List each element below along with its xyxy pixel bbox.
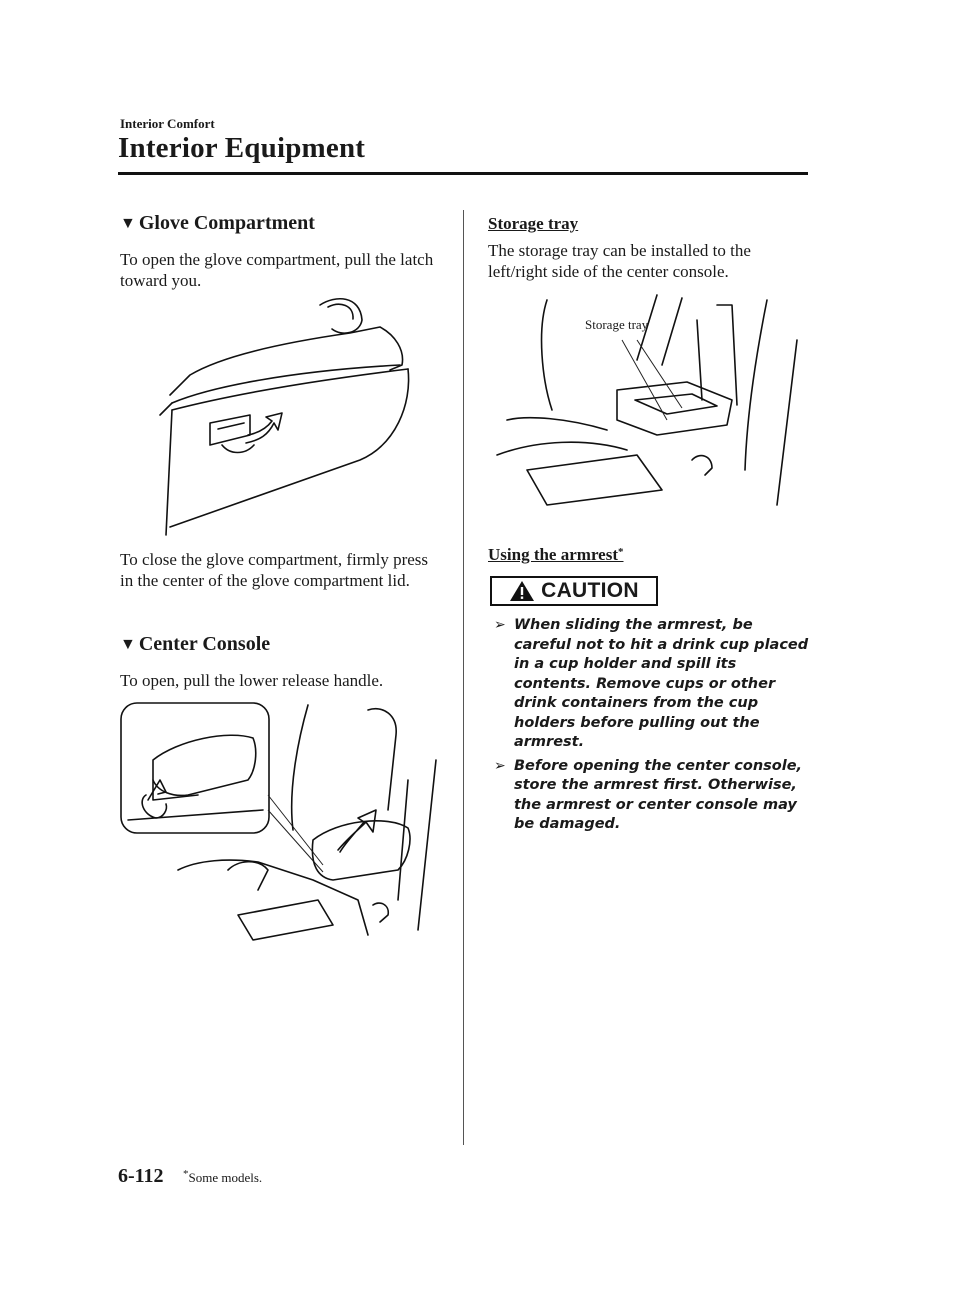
page-number: 6-112 — [118, 1165, 164, 1187]
armrest-heading-text: Using the armrest — [488, 545, 618, 564]
section-label: Interior Comfort — [120, 116, 215, 131]
glove-open-text: To open the glove compartment, pull the … — [120, 250, 434, 290]
column-divider — [463, 210, 464, 1145]
caution-badge: CAUTION — [490, 576, 658, 606]
page-title: Interior Equipment — [118, 132, 366, 164]
storage-tray-illustration — [496, 294, 798, 506]
glove-heading-text: Glove Compartment — [138, 212, 315, 234]
caution-label: CAUTION — [541, 579, 639, 602]
triangle-marker-icon: ▼ — [120, 215, 136, 232]
title-rule — [118, 172, 808, 175]
storage-text: The storage tray can be installed to the… — [488, 241, 751, 281]
storage-heading: Storage tray — [488, 214, 579, 233]
arrow-bullet-icon: ➢ — [494, 617, 506, 633]
footnote: *Some models. — [183, 1168, 263, 1186]
center-console-illustration — [120, 702, 437, 941]
glove-compartment-illustration — [159, 298, 410, 536]
glove-close-text: To close the glove compartment, firmly p… — [120, 550, 429, 590]
caution-item: ➢ When sliding the armrest, be careful n… — [492, 616, 812, 753]
caution-item: ➢ Before opening the center console, sto… — [492, 757, 812, 835]
storage-tray-callout: Storage tray — [585, 317, 649, 332]
console-open-text: To open, pull the lower release handle. — [120, 671, 384, 690]
caution-list: ➢ When sliding the armrest, be careful n… — [492, 616, 812, 839]
warning-icon — [510, 581, 535, 601]
console-heading-text: Center Console — [138, 633, 271, 655]
some-models-star: * — [618, 546, 624, 558]
arrow-bullet-icon: ➢ — [494, 757, 506, 774]
caution-item-text: Before opening the center console, store… — [514, 757, 803, 833]
footnote-text: Some models. — [188, 1170, 263, 1185]
caution-item-text: When sliding the armrest, be careful not… — [514, 617, 809, 750]
armrest-heading: Using the armrest* — [488, 545, 624, 565]
console-heading: ▼Center Console — [120, 633, 270, 656]
glove-heading: ▼Glove Compartment — [120, 212, 315, 235]
footnote-star: * — [183, 1168, 189, 1180]
triangle-marker-icon: ▼ — [120, 636, 136, 653]
